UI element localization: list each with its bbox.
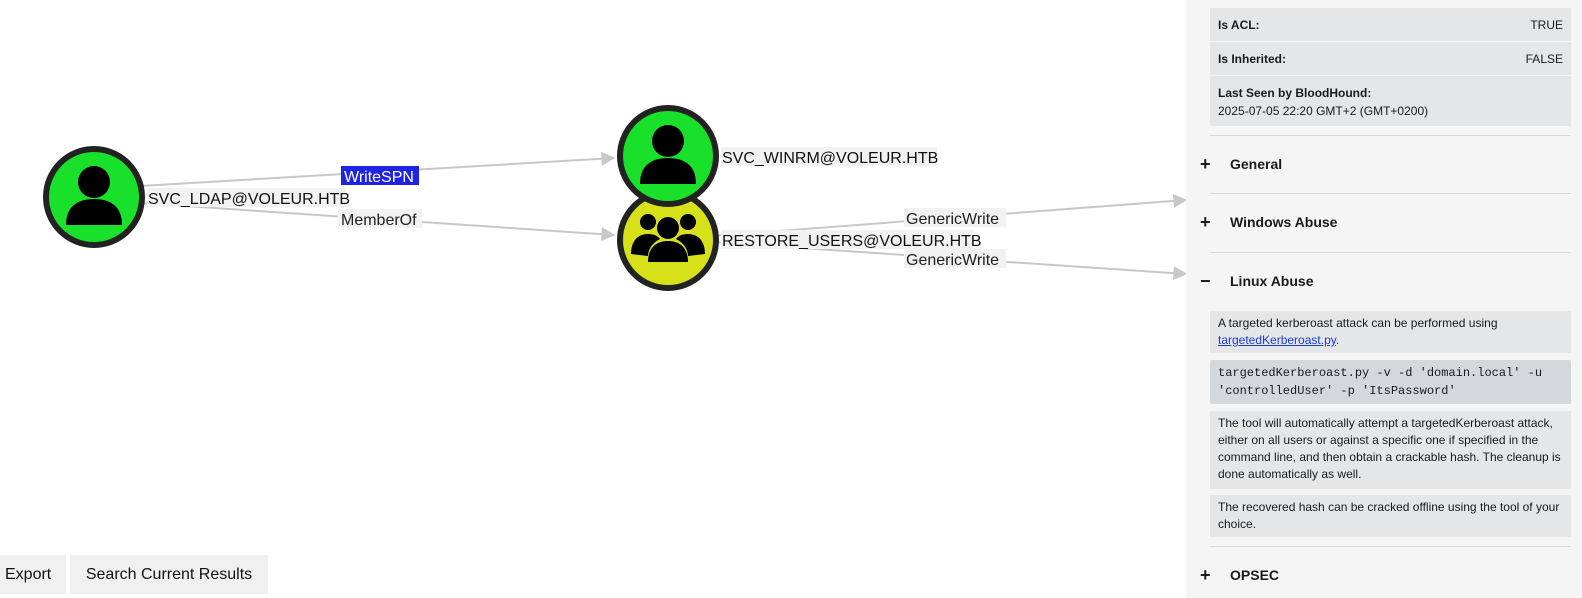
prop-is-inherited: Is Inherited: FALSE xyxy=(1210,42,1571,75)
divider xyxy=(1210,546,1571,547)
collapse-icon: − xyxy=(1200,270,1211,291)
edge-label-writespn-text: WriteSPN xyxy=(344,169,414,186)
node-label-svc-ldap: SVC_LDAP@VOLEUR.HTB xyxy=(148,191,350,208)
edge-label-genericwrite-1-text: GenericWrite xyxy=(906,211,999,228)
section-general-label: General xyxy=(1230,156,1283,172)
divider xyxy=(1210,252,1571,253)
node-label-restore-users: RESTORE_USERS@VOLEUR.HTB xyxy=(722,233,982,250)
section-general[interactable]: + General xyxy=(1198,152,1571,176)
link-suffix: . xyxy=(1335,333,1340,347)
section-windows-abuse[interactable]: + Windows Abuse xyxy=(1198,210,1571,234)
export-button[interactable]: Export xyxy=(0,555,66,594)
node-label-svc-winrm: SVC_WINRM@VOLEUR.HTB xyxy=(722,150,938,167)
edge-label-genericwrite-2-text: GenericWrite xyxy=(906,252,999,269)
edge-info-panel[interactable]: Is ACL: TRUE Is Inherited: FALSE Last Se… xyxy=(1186,0,1582,598)
targeted-kerberoast-link[interactable]: targetedKerberoast.py xyxy=(1218,333,1336,347)
linux-abuse-paragraph-2: The recovered hash can be cracked offlin… xyxy=(1210,495,1571,537)
section-linux-abuse-label: Linux Abuse xyxy=(1230,273,1314,289)
linux-abuse-paragraph-1: The tool will automatically attempt a ta… xyxy=(1210,411,1571,489)
prop-is-inherited-key: Is Inherited: xyxy=(1218,51,1287,66)
prop-is-acl: Is ACL: TRUE xyxy=(1210,8,1571,41)
linux-abuse-intro: A targeted kerberoast attack can be perf… xyxy=(1210,311,1571,353)
prop-last-seen: Last Seen by BloodHound: 2025-07-05 22:2… xyxy=(1210,76,1571,126)
node-svc-ldap[interactable]: SVC_LDAP@VOLEUR.HTB xyxy=(43,146,350,248)
node-svc-winrm[interactable]: SVC_WINRM@VOLEUR.HTB xyxy=(617,105,938,207)
divider xyxy=(1210,135,1571,136)
graph-svg[interactable]: WriteSPN MemberOf GenericWrite GenericWr… xyxy=(0,0,1186,598)
edge-label-memberof-text: MemberOf xyxy=(341,212,417,229)
prop-last-seen-value: 2025-07-05 22:20 GMT+2 (GMT+0200) xyxy=(1218,104,1429,118)
group-icon xyxy=(631,214,705,262)
linux-abuse-intro-text: A targeted kerberoast attack can be perf… xyxy=(1218,316,1498,330)
edge-label-memberof[interactable]: MemberOf xyxy=(338,209,422,229)
search-current-results-button[interactable]: Search Current Results xyxy=(70,555,268,594)
prop-is-inherited-value: FALSE xyxy=(1525,51,1563,66)
prop-is-acl-value: TRUE xyxy=(1530,17,1563,32)
expand-icon: + xyxy=(1200,564,1211,585)
section-linux-abuse[interactable]: − Linux Abuse xyxy=(1198,269,1571,293)
expand-icon: + xyxy=(1200,153,1211,174)
node-restore-users[interactable]: RESTORE_USERS@VOLEUR.HTB xyxy=(617,189,982,291)
edge-label-writespn[interactable]: WriteSPN xyxy=(341,166,419,186)
edge-label-genericwrite-2[interactable]: GenericWrite xyxy=(904,249,1006,269)
prop-last-seen-key: Last Seen by BloodHound: xyxy=(1218,86,1372,100)
section-opsec[interactable]: + OPSEC xyxy=(1198,563,1571,587)
edge-label-genericwrite-1[interactable]: GenericWrite xyxy=(904,208,1006,228)
prop-is-acl-key: Is ACL: xyxy=(1218,17,1260,32)
divider xyxy=(1210,193,1571,194)
user-icon xyxy=(640,125,696,184)
expand-icon: + xyxy=(1200,211,1211,232)
graph-canvas[interactable]: WriteSPN MemberOf GenericWrite GenericWr… xyxy=(0,0,1186,598)
section-opsec-label: OPSEC xyxy=(1230,567,1280,583)
user-icon xyxy=(66,166,122,225)
section-windows-abuse-label: Windows Abuse xyxy=(1230,214,1338,230)
linux-abuse-code[interactable]: targetedKerberoast.py -v -d 'domain.loca… xyxy=(1210,360,1571,404)
